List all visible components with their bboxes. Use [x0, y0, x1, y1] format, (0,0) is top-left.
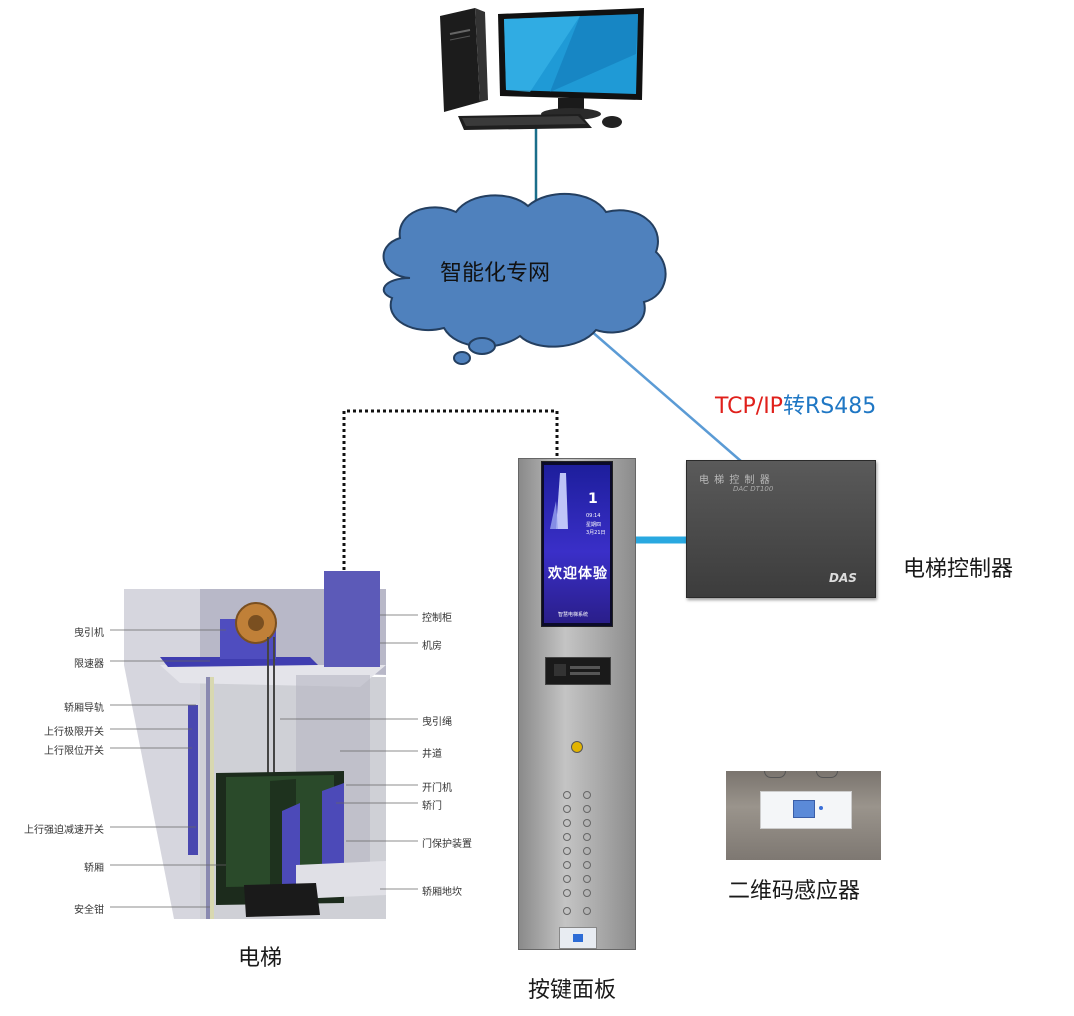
floor-button[interactable]	[563, 875, 571, 883]
panel-screen: 1 09:14 星期四 3月21日 欢迎体验 智慧电梯系统	[541, 461, 613, 627]
network-cloud-icon	[382, 193, 667, 365]
callout-hoistway: 井道	[422, 749, 442, 760]
panel-qr-reader	[559, 927, 597, 949]
cloud-to-controller-line	[589, 329, 743, 463]
elevator-to-panel-dotted-line	[342, 409, 559, 582]
protocol-label-rs485: 转RS485	[782, 394, 877, 419]
floor-button[interactable]	[563, 889, 571, 897]
floor-button[interactable]	[583, 875, 591, 883]
door-open-button[interactable]	[563, 907, 571, 915]
floor-button[interactable]	[583, 889, 591, 897]
callout-car-door: 轿门	[422, 801, 442, 812]
screen-weekday: 星期四	[586, 522, 602, 528]
screen-time: 09:14	[586, 513, 601, 519]
callout-safety-gear: 安全钳	[74, 905, 104, 916]
callout-car-sill: 轿厢地坎	[422, 887, 462, 898]
control-cabinet	[324, 571, 380, 667]
callout-speed-governor: 限速器	[74, 659, 104, 670]
elevator-callouts: 曳引机 限速器 轿厢导轨 上行极限开关 上行限位开关 上行强迫减速开关 轿厢 安…	[0, 565, 500, 925]
controller-label: 电梯控制器	[903, 557, 1014, 582]
panel-label: 按键面板	[528, 978, 617, 1003]
callout-door-protection: 门保护装置	[422, 839, 472, 850]
floor-button[interactable]	[563, 833, 571, 841]
controller-model: DAC DT100	[733, 485, 774, 493]
callout-traction-machine: 曳引机	[74, 628, 104, 639]
alarm-button[interactable]	[571, 741, 583, 753]
floor-button[interactable]	[583, 833, 591, 841]
floor-button[interactable]	[563, 861, 571, 869]
floor-button-grid	[559, 789, 599, 939]
cloud-label: 智能化专网	[440, 261, 551, 286]
door-close-button[interactable]	[583, 907, 591, 915]
button-panel: 1 09:14 星期四 3月21日 欢迎体验 智慧电梯系统	[518, 458, 636, 950]
callout-car-guide-rail: 轿厢导轨	[64, 703, 104, 714]
qr-sensor-photo	[726, 771, 881, 860]
floor-button[interactable]	[563, 847, 571, 855]
callout-up-slowdown-switch: 上行强迫减速开关	[24, 825, 104, 836]
elevator-label: 电梯	[238, 946, 283, 971]
callout-up-final-limit-switch: 上行极限开关	[44, 727, 104, 738]
callout-traction-rope: 曳引绳	[422, 717, 452, 728]
callout-up-limit-switch: 上行限位开关	[44, 746, 104, 757]
protocol-label: TCP/IP转RS485	[715, 388, 876, 420]
screen-footer: 智慧电梯系统	[558, 612, 589, 618]
qr-sensor-device	[760, 791, 852, 829]
callout-car: 轿厢	[84, 863, 104, 874]
floor-button[interactable]	[583, 847, 591, 855]
floor-button[interactable]	[583, 861, 591, 869]
callout-door-operator: 开门机	[422, 783, 452, 794]
screen-date: 3月21日	[586, 530, 606, 536]
floor-button[interactable]	[583, 805, 591, 813]
floor-button[interactable]	[563, 791, 571, 799]
screen-floor: 1	[588, 491, 598, 507]
floor-button[interactable]	[563, 805, 571, 813]
callout-control-cabinet: 控制柜	[422, 613, 452, 624]
qr-sensor-label: 二维码感应器	[728, 879, 861, 904]
floor-button[interactable]	[563, 819, 571, 827]
desktop-computer-icon	[440, 8, 644, 130]
controller-brand-logo: DAS	[829, 571, 857, 585]
controller-box-text: 电 梯 控 制 器	[699, 475, 771, 486]
callout-machine-room: 机房	[422, 641, 442, 652]
controller-box: 电 梯 控 制 器 DAC DT100 DAS	[686, 460, 876, 598]
elevator-callout-lines	[110, 614, 418, 908]
floor-button[interactable]	[583, 791, 591, 799]
floor-button[interactable]	[583, 819, 591, 827]
screen-welcome: 欢迎体验	[548, 566, 608, 582]
floor-indicator-display	[545, 657, 611, 685]
protocol-label-tcpip: TCP/IP	[715, 394, 783, 419]
elevator-diagram	[124, 571, 386, 919]
building-icon	[550, 473, 568, 529]
